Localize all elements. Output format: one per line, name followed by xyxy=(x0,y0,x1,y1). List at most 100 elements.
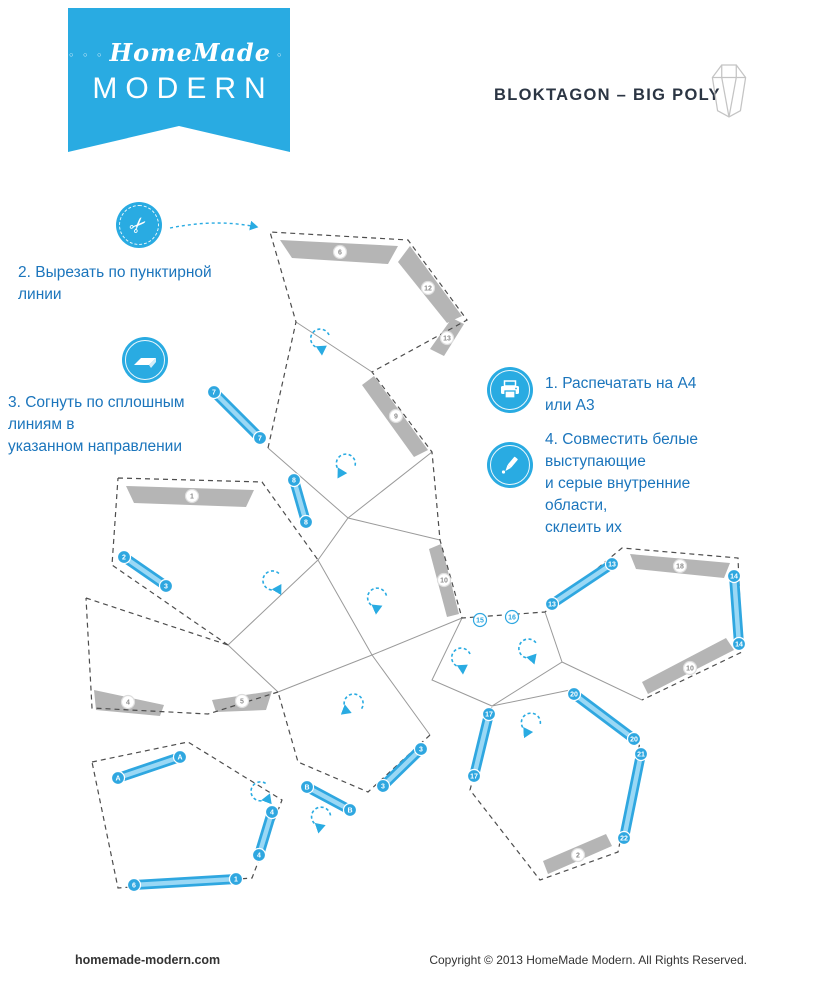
glue-strip-highlight xyxy=(731,573,742,647)
fold-direction-arrow-icon xyxy=(366,587,387,609)
tab-number-badge xyxy=(616,830,632,846)
tab-number-label: 4 xyxy=(257,852,261,859)
logo-dots-right: ◦ ◦ ◦ xyxy=(275,49,313,62)
tab-number-badge xyxy=(126,877,142,893)
tab-number-label: 9 xyxy=(394,413,398,420)
tab-number-label: 3 xyxy=(419,746,423,753)
glue-strip-highlight xyxy=(256,809,275,858)
instruction-fold: 3. Согнуть по сплошным линиям в указанно… xyxy=(8,394,185,455)
tab-number-badge xyxy=(420,280,436,296)
tab-number-label: A xyxy=(177,754,182,761)
tab-number-label: 20 xyxy=(630,736,638,743)
glue-strip-highlight xyxy=(571,691,637,742)
tab-number-label: 13 xyxy=(443,335,451,342)
tab-number-label: 14 xyxy=(730,573,738,580)
logo-script-line: ◦ ◦ ◦HomeMade◦ ◦ ◦ xyxy=(68,38,310,67)
tab-number-label: 17 xyxy=(470,773,478,780)
tab-number-label: 18 xyxy=(676,563,684,570)
fold-direction-arrow-icon xyxy=(260,568,285,593)
tab-number-badge xyxy=(264,804,280,820)
glue-strip-highlight xyxy=(291,477,309,525)
tab-number-badge xyxy=(466,768,482,784)
tab-number-badge xyxy=(436,572,452,588)
instruction-print: 1. Распечатать на A4 или A3 xyxy=(545,375,697,414)
tab-number-badge xyxy=(726,568,742,584)
scissors-pointer-arrow xyxy=(169,220,259,231)
tab-number-badge xyxy=(626,731,642,747)
tab-number-label: A xyxy=(115,775,120,782)
printer-icon xyxy=(487,367,533,413)
tab-number-label: 6 xyxy=(338,249,342,256)
tab-number-badge xyxy=(342,802,358,818)
tab-number-badge xyxy=(234,693,250,709)
fold-icon xyxy=(122,337,168,383)
tab-number-label: 3 xyxy=(381,783,385,790)
tab-number-badge xyxy=(570,847,586,863)
tab-number-badge xyxy=(298,514,314,530)
tab-number-badge xyxy=(413,741,429,757)
brand-ribbon: ◦ ◦ ◦HomeMade◦ ◦ ◦ MODERN xyxy=(68,8,310,152)
tab-number-label: 21 xyxy=(637,751,645,758)
strips-and-badges: 778823AA6144BB33131314142020212217176121… xyxy=(110,244,747,893)
tab-number-badge xyxy=(299,779,315,795)
tab-number-label: 8 xyxy=(304,519,308,526)
tab-number-badge xyxy=(332,244,348,260)
tab-number-badge xyxy=(116,549,132,565)
fold-direction-arrow-icon xyxy=(340,690,366,716)
glue-strip-highlight xyxy=(549,561,615,607)
tab-number-label: B xyxy=(304,784,309,791)
glue-strip-highlight xyxy=(304,784,353,813)
tab-number-label: 6 xyxy=(132,882,136,889)
tab-number-badge xyxy=(375,778,391,794)
tab-number-label: 16 xyxy=(508,614,516,621)
tab-number-label: 4 xyxy=(270,809,274,816)
tab-number-badge xyxy=(286,472,302,488)
fold-direction-arrow-icon xyxy=(517,637,540,660)
tab-number-label: 2 xyxy=(122,554,126,561)
tab-number-label: 2 xyxy=(576,852,580,859)
glue-strip-highlight xyxy=(121,554,169,589)
fold-direction-arrow-icon xyxy=(452,648,470,667)
tab-number-badge xyxy=(228,871,244,887)
tab-number-label: 17 xyxy=(485,711,493,718)
tab-number-label: 15 xyxy=(476,617,484,624)
logo-script-text: HomeMade xyxy=(109,38,271,67)
tab-number-label: 13 xyxy=(608,561,616,568)
polyhedron-gem-icon xyxy=(711,64,747,118)
tab-number-badge xyxy=(252,430,268,446)
glue-pen-icon xyxy=(487,442,533,488)
tab-number-label: 5 xyxy=(240,698,244,705)
tab-number-badge xyxy=(172,749,188,765)
glue-strip-highlight xyxy=(211,389,263,441)
glue-pen-glyph xyxy=(501,456,518,474)
tab-number-badge xyxy=(120,694,136,710)
tab-number-badge xyxy=(206,384,222,400)
tab-number-badge xyxy=(731,636,747,652)
tab-number-badge xyxy=(158,578,174,594)
tab-number-badge xyxy=(388,408,404,424)
tab-number-badge xyxy=(633,746,649,762)
printer-glyph xyxy=(501,380,519,399)
tab-number-badge xyxy=(566,686,582,702)
glue-strip-highlight xyxy=(380,746,424,789)
scissors-glyph: ✂ xyxy=(123,209,154,240)
fold-direction-arrow-icon xyxy=(311,329,329,348)
glue-strip-highlight xyxy=(471,711,492,779)
tab-number-label: 12 xyxy=(424,285,432,292)
glue-strip-highlight xyxy=(131,876,239,888)
logo-wordmark: MODERN xyxy=(92,72,274,105)
tab-number-label: 10 xyxy=(440,577,448,584)
footer-website: homemade-modern.com xyxy=(75,953,221,967)
tab-number-label: 22 xyxy=(620,835,628,842)
tab-number-label: 3 xyxy=(164,583,168,590)
tab-number-label: 1 xyxy=(234,876,238,883)
tab-number-label: 7 xyxy=(258,435,262,442)
tab-number-label: 14 xyxy=(735,641,743,648)
tab-number-label: 10 xyxy=(686,665,694,672)
tab-number-badge xyxy=(544,596,560,612)
tab-number-badge xyxy=(184,488,200,504)
fold-direction-arrow-icon xyxy=(333,450,359,476)
scissors-icon: ✂ xyxy=(116,202,162,248)
